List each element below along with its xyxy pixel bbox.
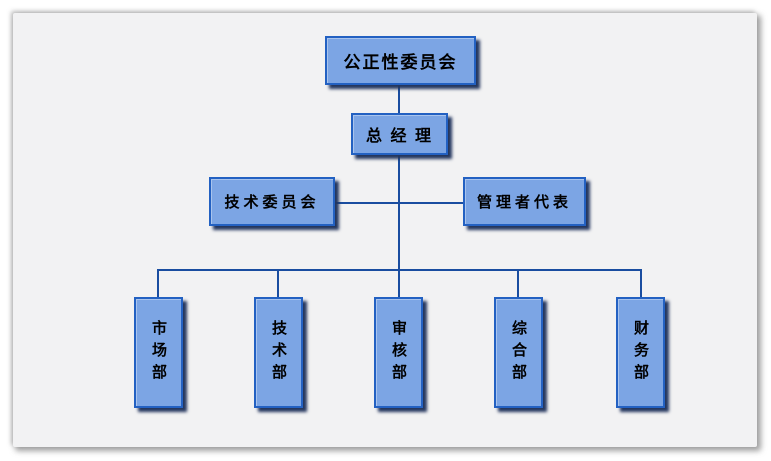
diagram-canvas: 公正性委员会 总 经 理 技术委员会 管理者代表 市场部 技术部 审核部 综合部…: [13, 13, 757, 447]
node-dept-audit: 审核部: [374, 297, 423, 408]
connector-drop-audit: [398, 269, 400, 297]
node-impartiality-committee: 公正性委员会: [325, 36, 476, 85]
node-general-manager: 总 经 理: [351, 113, 448, 155]
node-dept-marketing: 市场部: [134, 297, 183, 408]
connector-root-to-gm: [398, 85, 400, 113]
connector-drop-marketing: [157, 269, 159, 297]
node-technical-committee: 技术委员会: [209, 177, 335, 226]
connector-gm-to-main: [398, 155, 400, 270]
node-dept-finance: 财务部: [616, 297, 665, 408]
node-management-representative: 管理者代表: [463, 177, 586, 226]
node-dept-general-affairs: 综合部: [494, 297, 543, 408]
connector-drop-general-affairs: [517, 269, 519, 297]
connector-drop-technical: [277, 269, 279, 297]
node-dept-technical: 技术部: [254, 297, 303, 408]
connector-mid-horizontal: [335, 202, 463, 204]
connector-drop-finance: [640, 269, 642, 297]
